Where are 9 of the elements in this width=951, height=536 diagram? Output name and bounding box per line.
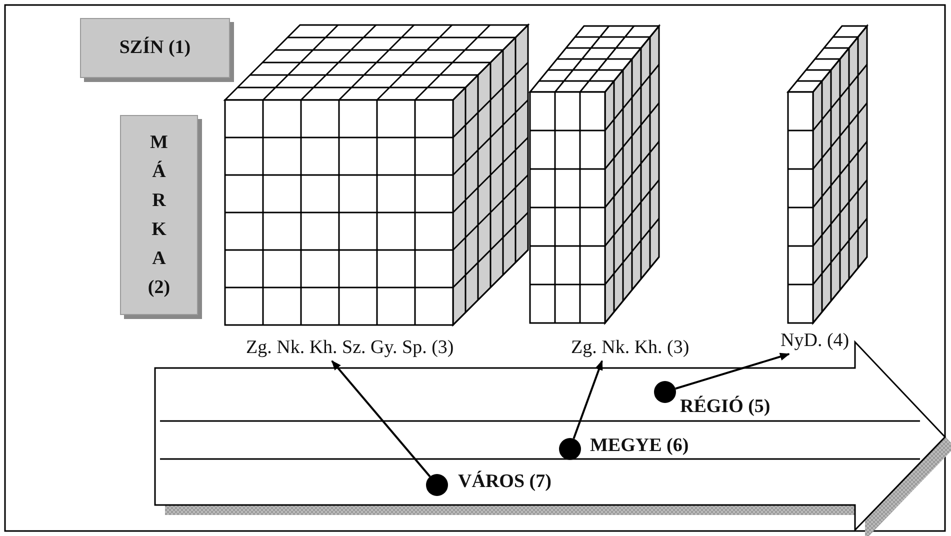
member-label: NyD. (4)	[780, 330, 850, 352]
level-label: RÉGIÓ (5)	[680, 396, 770, 418]
member-label: Zg. Nk. Kh. (3)	[571, 337, 690, 359]
level-label: MEGYE (6)	[590, 435, 689, 457]
arrow	[675, 352, 790, 390]
arrow	[572, 360, 603, 439]
member-label: Zg. Nk. Kh. Sz. Gy. Sp. (3)	[246, 337, 454, 359]
level-label: VÁROS (7)	[458, 471, 552, 493]
arrow	[331, 360, 431, 478]
